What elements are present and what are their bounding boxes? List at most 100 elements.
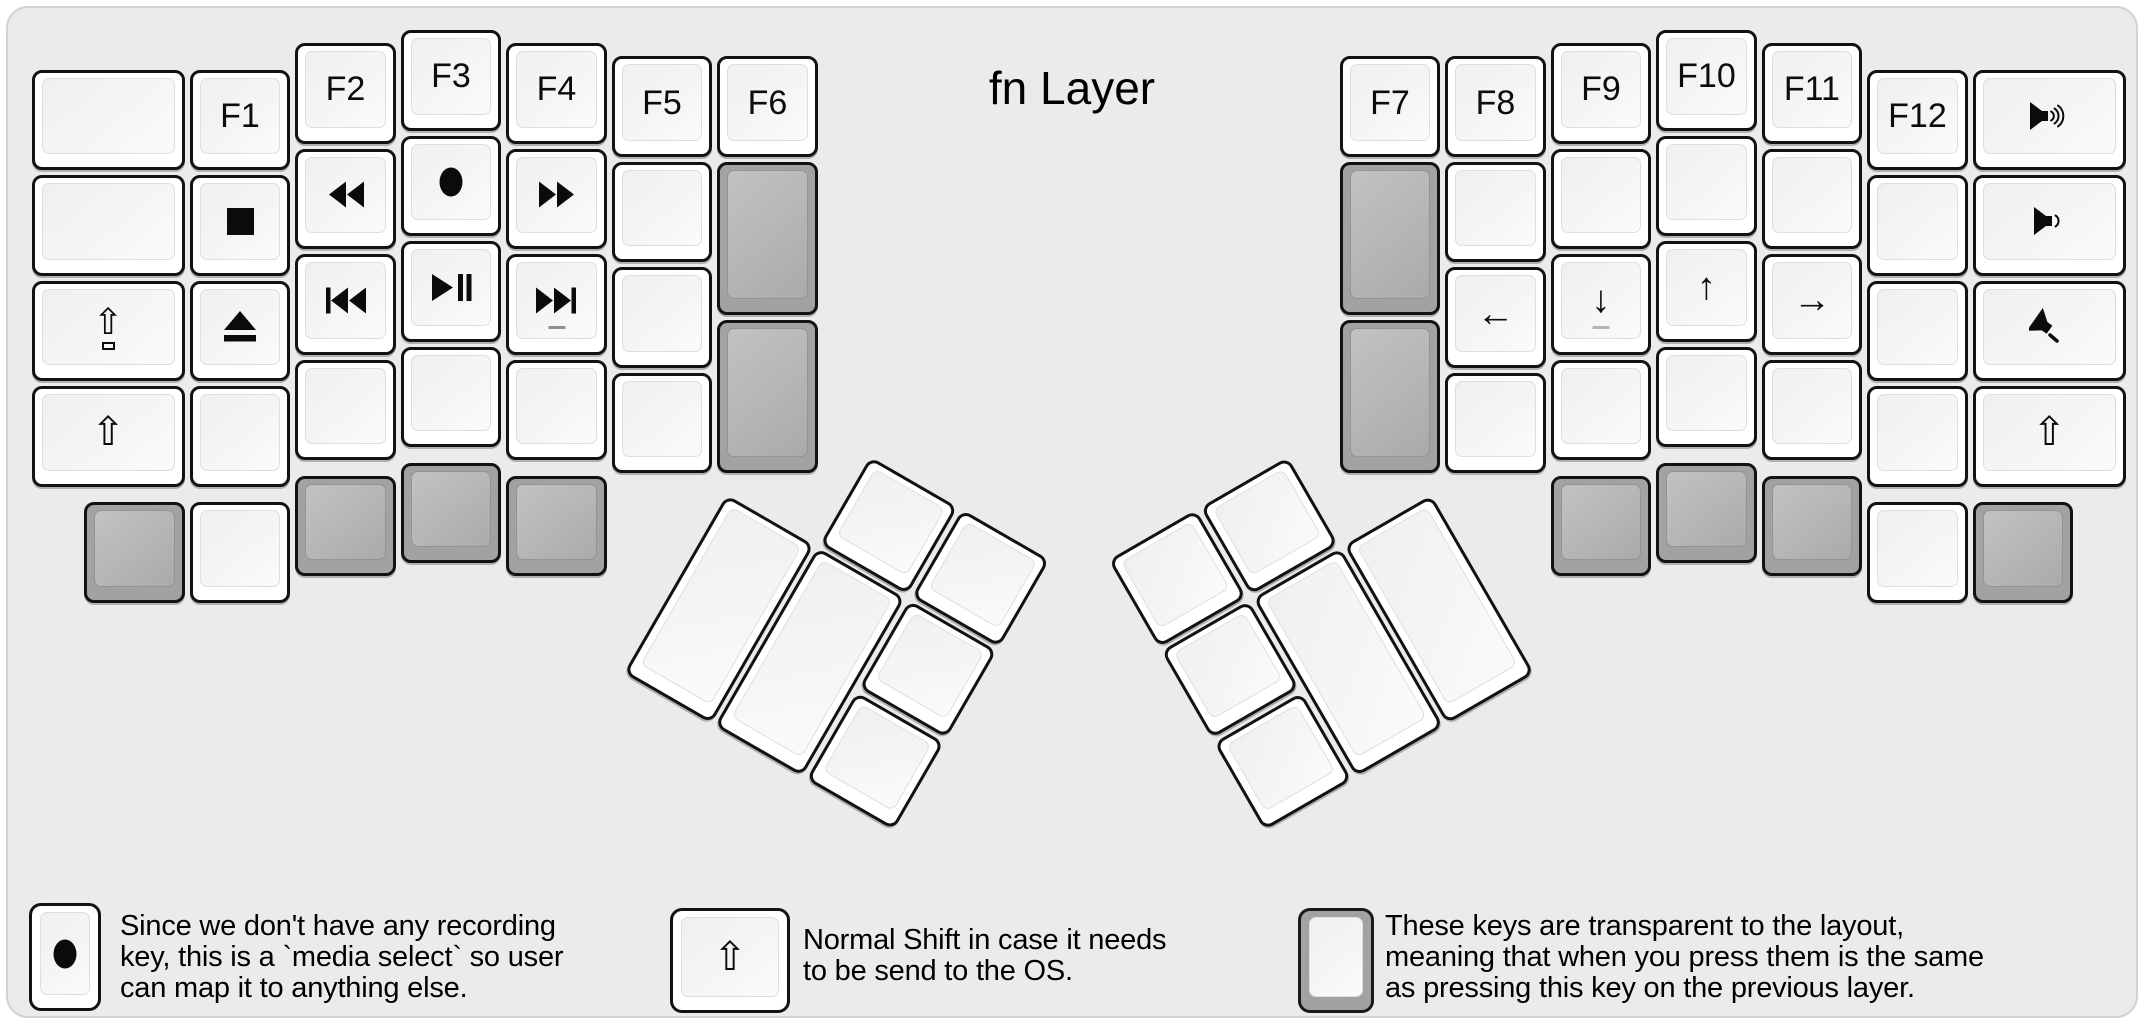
keytop	[727, 169, 808, 300]
key-volume-up	[1972, 69, 2126, 171]
key-label: F10	[1677, 57, 1736, 96]
key-transparent	[400, 462, 502, 564]
key-f2: F2	[295, 43, 396, 144]
keytop	[1877, 394, 1958, 471]
keytop: ⇧	[1982, 394, 2116, 471]
key-arrow-up: ↑	[1656, 241, 1757, 342]
key-eject	[189, 280, 291, 382]
keytop	[516, 367, 597, 445]
key-stop	[189, 175, 291, 276]
key-blank	[1867, 386, 1968, 487]
key-fast-forward	[506, 148, 607, 250]
keytop	[410, 249, 492, 326]
key-caps-shift: ⇧	[31, 280, 185, 382]
key-blank	[1656, 135, 1757, 236]
key-record	[400, 135, 502, 236]
key-blank	[31, 175, 185, 276]
layer-title: fn Layer	[988, 62, 1156, 114]
key-f3: F3	[400, 30, 502, 131]
key-transparent	[295, 475, 396, 577]
keytop: ⇧	[41, 394, 175, 471]
keytop: F1	[199, 77, 281, 155]
keytop	[1121, 521, 1230, 628]
down-arrow-icon: ↓	[1591, 279, 1611, 322]
keytop	[199, 183, 281, 260]
key-f11: F11	[1761, 43, 1863, 144]
key-f5: F5	[611, 56, 713, 157]
keytop	[305, 367, 386, 445]
key-transparent	[717, 161, 818, 316]
keytop	[305, 483, 386, 561]
key-label: F6	[747, 83, 788, 122]
keytop: F3	[410, 38, 492, 115]
keytop	[1771, 367, 1853, 445]
key-blank	[611, 372, 713, 474]
key-blank	[1867, 502, 1968, 603]
key-prev-track	[295, 254, 396, 355]
keytop	[1666, 143, 1747, 220]
keytop	[516, 483, 597, 561]
key-f10: F10	[1656, 30, 1757, 131]
keytop: ⇧	[41, 288, 175, 366]
key-arrow-down: ↓	[1550, 254, 1652, 355]
right-arrow-icon: →	[1792, 279, 1831, 322]
keytop: F6	[727, 64, 808, 141]
key-shift-left: ⇧	[31, 386, 185, 487]
keytop: F4	[516, 51, 597, 128]
key-label: F2	[325, 70, 366, 109]
keytop	[1455, 380, 1536, 458]
key-label: F9	[1581, 70, 1621, 109]
keytop	[621, 380, 703, 458]
keytop	[305, 156, 386, 234]
eject-icon	[224, 311, 256, 342]
key-blank	[611, 267, 713, 368]
keytop	[516, 262, 597, 339]
key-transparent	[1656, 462, 1757, 564]
key-arrow-right: →	[1761, 254, 1863, 355]
key-blank	[1445, 161, 1546, 263]
homing-bar	[1592, 325, 1610, 329]
rewind-icon	[328, 181, 364, 208]
keytop	[928, 520, 1037, 628]
key-arrow-left: ←	[1445, 267, 1546, 368]
keytop: →	[1771, 262, 1853, 339]
key-f8: F8	[1445, 56, 1546, 157]
key-blank	[506, 359, 607, 461]
key-play-pause	[400, 241, 502, 342]
key-label: F7	[1370, 83, 1410, 122]
keytop	[1212, 468, 1321, 576]
fast-forward-icon	[538, 181, 574, 208]
keytop: ←	[1455, 275, 1536, 352]
key-label: F3	[431, 57, 471, 96]
keytop	[621, 275, 703, 352]
note-text: These keys are transparent to the layout…	[1385, 910, 1984, 1004]
key-blank	[189, 502, 291, 603]
keytop	[1982, 183, 2116, 260]
key-blank	[1761, 359, 1863, 461]
homing-bar	[548, 325, 565, 329]
keytop	[1666, 354, 1747, 431]
keytop: F7	[1349, 64, 1431, 141]
key-rewind	[295, 148, 396, 250]
keytop: F9	[1560, 51, 1642, 128]
key-blank	[1550, 359, 1652, 461]
record-icon	[439, 167, 463, 197]
keytop	[410, 354, 492, 431]
keytop	[1982, 77, 2116, 155]
note-key-sample	[1298, 908, 1374, 1013]
keytop	[1982, 288, 2116, 366]
keytop	[199, 288, 281, 366]
key-f1: F1	[189, 69, 291, 171]
keytop	[199, 394, 281, 471]
key-label: F8	[1475, 83, 1516, 122]
keytop	[1455, 169, 1536, 247]
key-blank	[1445, 372, 1546, 474]
key-next-track	[506, 254, 607, 355]
keytop: F8	[1455, 64, 1536, 141]
key-label: F1	[220, 96, 260, 135]
key-volume-down	[1972, 175, 2126, 276]
